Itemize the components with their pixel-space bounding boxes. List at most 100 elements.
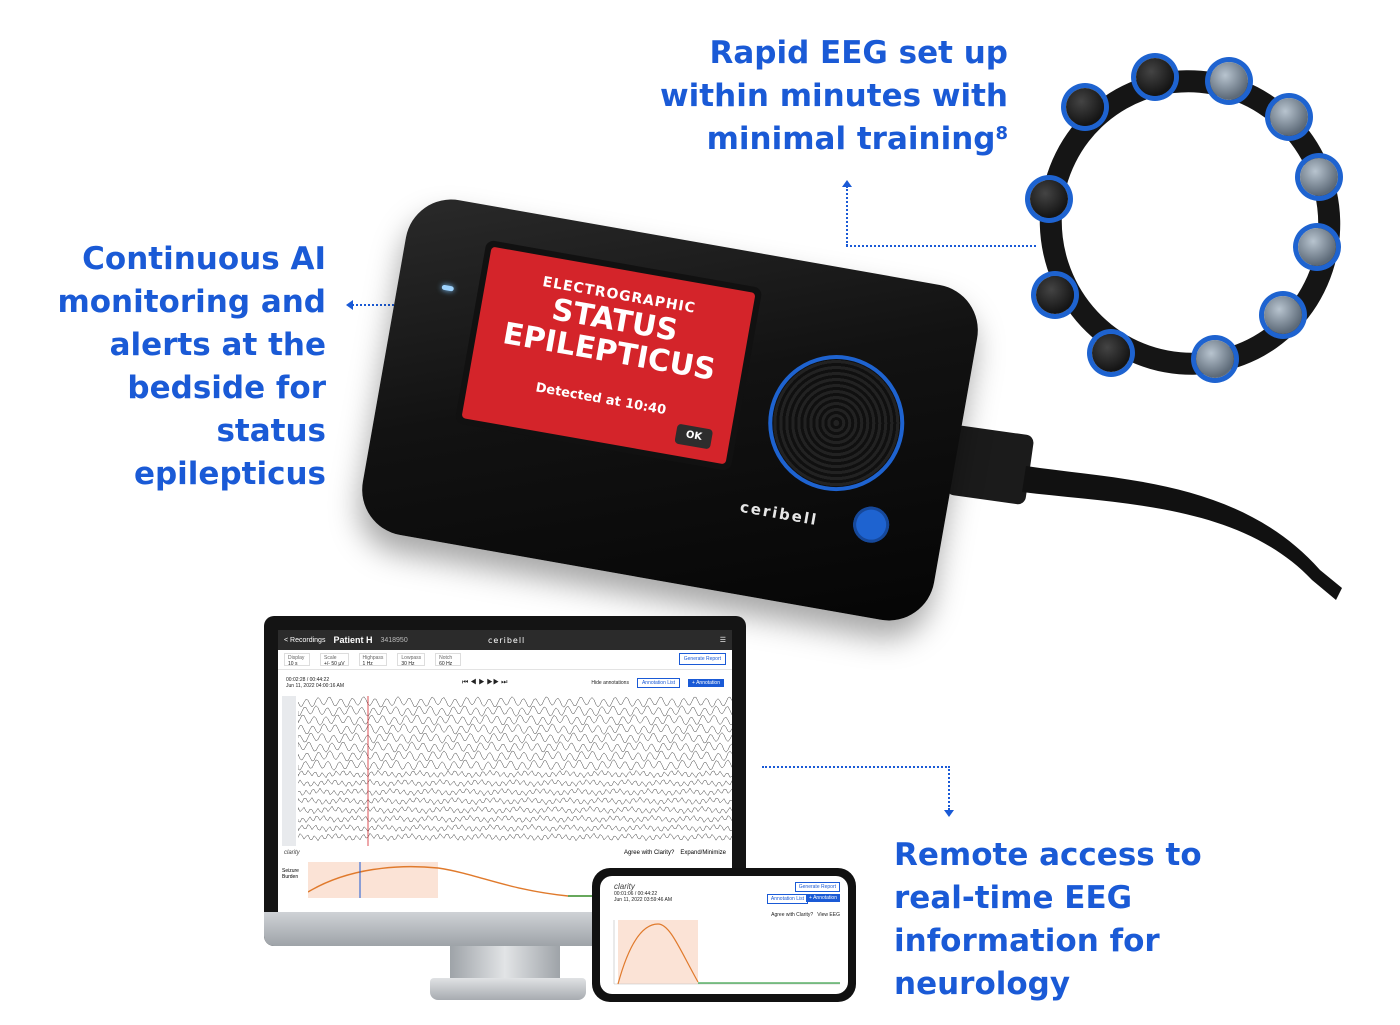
burden-curve: [308, 865, 728, 897]
eeg-trace: [298, 696, 732, 708]
ok-button[interactable]: OK: [674, 423, 714, 450]
electrode: [1298, 228, 1336, 266]
patient-id: 3418950: [380, 636, 408, 644]
callout-line: within minutes with: [660, 78, 1008, 114]
generate-report-button[interactable]: Generate Report: [678, 653, 726, 665]
generate-report-button[interactable]: Generate Report: [794, 882, 840, 892]
agree-with-clarity[interactable]: Agree with Clarity?: [623, 850, 675, 856]
device-cable: [946, 425, 1342, 600]
app-logo: ceribell: [488, 635, 526, 645]
remote-access-arrow-icon: [944, 810, 954, 817]
annotation-list-button[interactable]: Annotation List: [766, 894, 808, 904]
monitor-stand-base: [430, 978, 586, 1000]
callout-line: Continuous AI: [82, 241, 326, 277]
ai-monitoring-arrow-icon: [346, 300, 353, 310]
burden-band: [618, 920, 698, 984]
electrode: [1210, 62, 1248, 100]
eeg-trace: [298, 732, 732, 744]
app-header: < Recordings Patient H 3418950 ceribell …: [278, 630, 732, 650]
eeg-headband: [1000, 31, 1380, 414]
ai-monitoring-callout: Continuous AI monitoring and alerts at t…: [20, 238, 326, 496]
hide-annotations-toggle[interactable]: Hide annotations: [591, 680, 629, 686]
callout-line: minimal training8: [706, 121, 1008, 157]
eeg-trace: [298, 723, 732, 735]
burden-curve: [617, 923, 699, 985]
electrode: [1066, 88, 1104, 126]
callout-line: monitoring and: [57, 284, 326, 320]
eeg-trace: [298, 778, 732, 788]
smartphone: clarity 00:01:06 / 00:44:22 Jun 11, 2022…: [592, 868, 856, 1002]
eeg-setup-callout: Rapid EEG set up within minutes with min…: [650, 32, 1008, 161]
annotation-list-button[interactable]: Annotation List: [636, 678, 681, 688]
expand-minimize-toggle[interactable]: Expand/Minimize: [680, 850, 726, 856]
callout-line: alerts at the: [109, 327, 326, 363]
eeg-trace: [298, 705, 732, 717]
eeg-trace: [298, 714, 732, 726]
monitor-stand: [450, 946, 560, 982]
eeg-trace: [298, 805, 732, 815]
device-button[interactable]: [850, 503, 892, 546]
eeg-trace: [298, 759, 732, 771]
monitor-screen: < Recordings Patient H 3418950 ceribell …: [278, 630, 732, 912]
patient-name: Patient H: [333, 635, 373, 645]
remote-access-connector-horizontal: [762, 766, 950, 768]
callout-line: Rapid EEG set up: [709, 35, 1008, 71]
footnote-marker: 8: [995, 123, 1008, 144]
channel-labels: [282, 696, 296, 846]
callout-line: real-time EEG: [894, 880, 1133, 916]
time-readout: 00:01:06 / 00:44:22: [614, 891, 658, 897]
electrode: [1136, 58, 1174, 96]
agree-with-clarity[interactable]: Agree with Clarity? View EEG: [771, 912, 840, 918]
eeg-trace: [298, 796, 732, 806]
callout-line: epilepticus: [133, 456, 326, 492]
phone-seizure-burden-plot: [613, 920, 840, 985]
eeg-trace: [298, 787, 732, 797]
scale-select[interactable]: Scale+/- 50 µV: [320, 653, 349, 667]
clarity-logo: clarity: [614, 882, 635, 891]
phone-screen: clarity 00:01:06 / 00:44:22 Jun 11, 2022…: [600, 876, 848, 994]
phone-header: clarity 00:01:06 / 00:44:22 Jun 11, 2022…: [614, 882, 672, 903]
eeg-trace: [298, 750, 732, 762]
electrode: [1270, 98, 1308, 136]
remote-access-connector-vertical: [948, 766, 950, 810]
clarity-logo: clarity: [284, 850, 300, 856]
recordings-back-link[interactable]: < Recordings: [284, 636, 326, 644]
electrode: [1030, 180, 1068, 218]
eeg-waveform-panel[interactable]: [278, 696, 732, 846]
eeg-trace: [298, 832, 732, 842]
seizure-alert: ELECTROGRAPHIC STATUS EPILEPTICUS Detect…: [461, 246, 756, 465]
bedside-eeg-device: ELECTROGRAPHIC STATUS EPILEPTICUS Detect…: [354, 192, 986, 628]
callout-line: bedside for status: [127, 370, 326, 449]
electrode: [1036, 276, 1074, 314]
ai-monitoring-connector: [352, 304, 418, 306]
electrode: [1196, 340, 1234, 378]
eeg-trace: [298, 741, 732, 753]
device-screen: ELECTROGRAPHIC STATUS EPILEPTICUS Detect…: [454, 239, 763, 472]
eeg-trace: [298, 814, 732, 824]
clarity-header: clarity Agree with Clarity? Expand/Minim…: [278, 846, 732, 860]
eeg-traces: [298, 696, 732, 846]
electrode: [1092, 334, 1130, 372]
burden-band: [308, 862, 438, 898]
eeg-setup-arrow-icon: [842, 180, 852, 187]
add-annotation-button[interactable]: + Annotation: [688, 679, 724, 687]
callout-line: information for: [894, 923, 1160, 959]
remote-access-callout: Remote access to real-time EEG informati…: [894, 834, 1274, 1006]
electrode: [1300, 158, 1338, 196]
eeg-setup-connector-vertical: [846, 186, 848, 246]
eeg-trace: [298, 823, 732, 833]
date-readout: Jun 11, 2022 03:59:46 AM: [614, 897, 673, 903]
electrode: [1264, 296, 1302, 334]
brand-logo: ceribell: [738, 497, 820, 530]
add-annotation-button[interactable]: + Annotation: [806, 894, 840, 902]
speaker-grille: [757, 344, 916, 502]
playback-controls-icon[interactable]: ⏮ ◀ ▶ ▶▶ ⏭: [462, 679, 508, 686]
menu-icon[interactable]: ☰: [719, 637, 726, 644]
desktop-monitor: < Recordings Patient H 3418950 ceribell …: [264, 616, 746, 946]
eeg-setup-connector-horizontal: [846, 245, 1036, 247]
